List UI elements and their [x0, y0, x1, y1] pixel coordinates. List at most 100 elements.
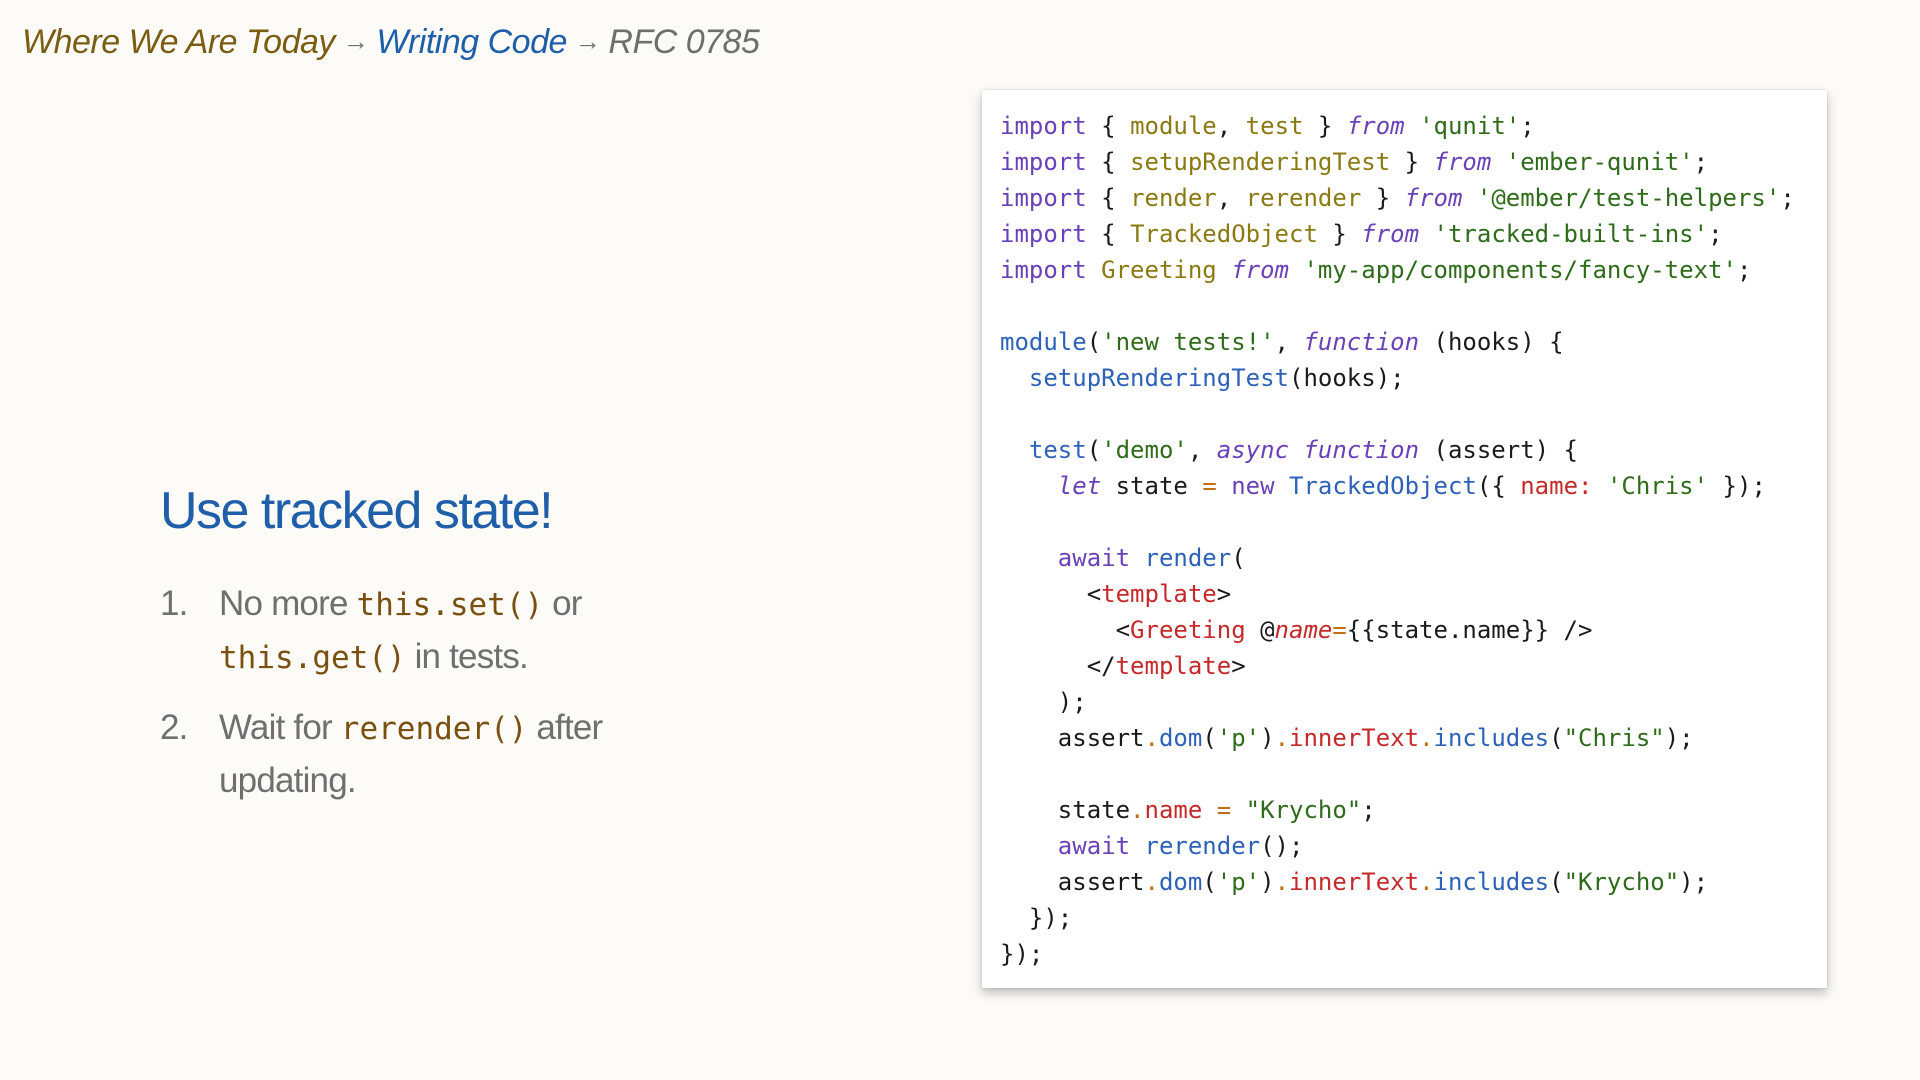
code-line: </template> [1000, 652, 1246, 680]
code-token: from [1346, 112, 1405, 140]
code-token: module [1000, 328, 1087, 356]
code-token: (hooks); [1289, 364, 1405, 392]
code-token: function [1303, 328, 1420, 356]
code-token: name [1274, 616, 1333, 644]
code-line: import { TrackedObject } from 'tracked-b… [1000, 220, 1723, 248]
code-token: { [1086, 148, 1131, 176]
breadcrumb-arrow-icon: → [574, 26, 601, 56]
code-token: ); [1664, 724, 1694, 752]
code-line: module('new tests!', function (hooks) { [1000, 328, 1564, 356]
code-token: . [1144, 868, 1159, 896]
code-token: } [1317, 220, 1362, 248]
code-token [1405, 112, 1419, 140]
code-token: , [1187, 436, 1217, 464]
code-token: await [1057, 832, 1131, 860]
list-item-text: Wait for [219, 708, 341, 747]
breadcrumb-arrow-icon: → [342, 26, 369, 56]
code-token: "Krycho" [1245, 796, 1362, 824]
code-token: innerText [1289, 724, 1420, 752]
code-token: 'new tests!' [1101, 328, 1275, 356]
code-token: TrackedObject [1130, 220, 1318, 248]
code-token [1000, 364, 1029, 392]
code-line: assert.dom('p').innerText.includes("Chri… [1000, 724, 1694, 752]
code-token: } [1303, 112, 1347, 140]
code-token: ) [1260, 724, 1275, 752]
code-token: await [1057, 544, 1131, 572]
code-line: import { setupRenderingTest } from 'embe… [1000, 148, 1708, 176]
code-token: > [1231, 652, 1246, 680]
code-token: = [1332, 616, 1347, 644]
code-token: state [1000, 796, 1131, 824]
code-token: ; [1708, 220, 1723, 248]
code-token: template [1101, 580, 1217, 608]
code-token: . [1274, 868, 1290, 896]
code-token: = [1202, 472, 1217, 500]
code-token: template [1115, 652, 1232, 680]
code-token: '@ember/test-helpers' [1476, 184, 1781, 212]
code-token: new [1231, 472, 1275, 500]
code-token: setupRenderingTest [1130, 148, 1391, 176]
code-token: render [1144, 544, 1232, 572]
tips-list: 1.No more this.set() or this.get() in te… [160, 578, 680, 825]
code-token: ; [1361, 796, 1376, 824]
list-item-text: in tests. [405, 637, 529, 676]
code-token: { [1086, 184, 1131, 212]
code-token: < [1000, 580, 1102, 608]
code-token [1202, 796, 1216, 824]
code-token: 'tracked-built-ins' [1433, 220, 1709, 248]
code-token: assert [1000, 724, 1145, 752]
code-token: "Chris" [1563, 724, 1665, 752]
code-token: 'Chris' [1606, 472, 1709, 500]
code-token: assert [1000, 868, 1145, 896]
code-line: state.name = "Krycho"; [1000, 796, 1376, 824]
code-token: } [1390, 148, 1434, 176]
list-item: 2.Wait for rerender() after updating. [160, 702, 680, 807]
breadcrumb-item-rfc: RFC 0785 [608, 23, 760, 61]
code-token: name [1144, 796, 1203, 824]
code-token: (); [1260, 832, 1304, 860]
code-token: render [1130, 184, 1217, 212]
code-token: . [1274, 724, 1290, 752]
code-token [1130, 544, 1144, 572]
code-token: . [1144, 724, 1159, 752]
code-line: let state = new TrackedObject({ name: 'C… [1000, 472, 1766, 500]
code-token [1217, 472, 1231, 500]
inline-code: this.get() [219, 640, 406, 676]
list-item-text: or [543, 584, 582, 623]
code-line: <template> [1000, 580, 1232, 608]
breadcrumb-item-writing-code[interactable]: Writing Code [376, 23, 567, 61]
code-token: }); [1708, 472, 1766, 500]
code-token: state [1101, 472, 1203, 500]
code-token: ( [1202, 868, 1217, 896]
breadcrumb-item-where-we-are-today[interactable]: Where We Are Today [22, 23, 335, 61]
code-token [1289, 256, 1303, 284]
code-token [1491, 148, 1505, 176]
code-token: </ [1000, 652, 1116, 680]
code-line: import { module, test } from 'qunit'; [1000, 112, 1535, 140]
code-token: 'my-app/components/fancy-text' [1303, 256, 1737, 284]
code-token [1130, 832, 1144, 860]
slide-heading: Use tracked state! [160, 482, 554, 540]
code-token: }); [1000, 940, 1044, 968]
code-token: 'ember-qunit' [1505, 148, 1694, 176]
code-token: . [1419, 868, 1434, 896]
list-item-text: after updating. [219, 708, 603, 800]
code-token: name: [1520, 472, 1593, 500]
code-token: > [1216, 580, 1232, 608]
code-token: async [1216, 436, 1290, 464]
code-token [1087, 256, 1101, 284]
code-line: await render( [1000, 544, 1246, 572]
code-token: } [1361, 184, 1405, 212]
code-token: innerText [1289, 868, 1420, 896]
code-token: let [1057, 472, 1102, 500]
code-token: ); [1679, 868, 1709, 896]
code-token: setupRenderingTest [1028, 364, 1289, 392]
code-token: rerender [1245, 184, 1362, 212]
code-token [1000, 544, 1058, 572]
code-token: Greeting [1101, 256, 1217, 284]
list-item-text: No more [219, 584, 357, 623]
code-line: ); [1000, 688, 1087, 716]
code-token: @ [1245, 616, 1275, 644]
code-token: 'p' [1216, 868, 1261, 896]
code-token: (hooks) { [1419, 328, 1564, 356]
